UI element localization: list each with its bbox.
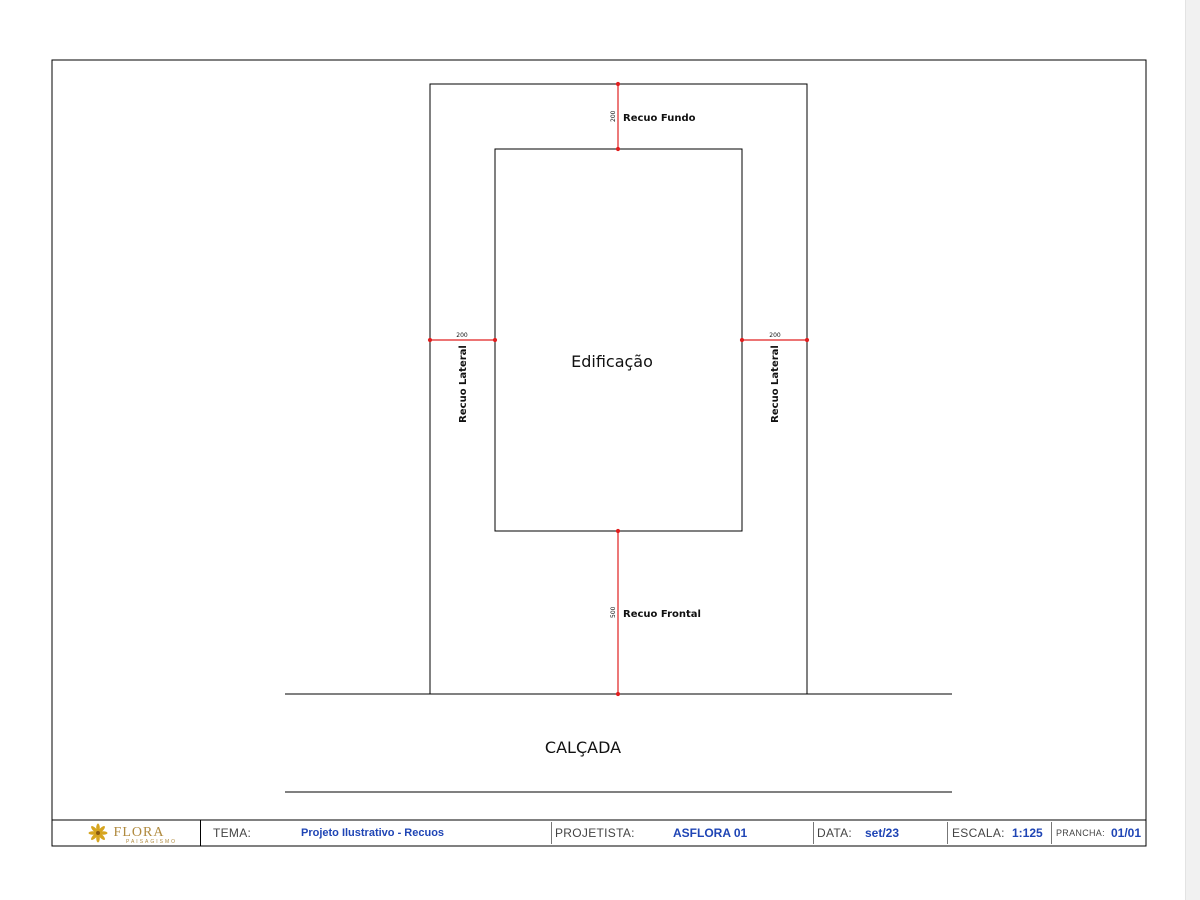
date-value: set/23 bbox=[865, 826, 900, 840]
front-setback-tick-top bbox=[615, 528, 621, 534]
sidewalk-label: CALÇADA bbox=[545, 738, 621, 757]
front-setback-tick-bottom bbox=[615, 691, 621, 697]
rear-setback-dimension: 200 bbox=[610, 110, 617, 122]
separator bbox=[947, 822, 948, 844]
rear-setback-tick-bottom bbox=[615, 146, 621, 152]
sheet-border bbox=[51, 59, 1147, 847]
front-setback-label: Recuo Frontal bbox=[623, 609, 701, 620]
left-setback-tick-right bbox=[492, 337, 498, 343]
scale-value: 1:125 bbox=[1012, 826, 1043, 840]
designer-label: PROJETISTA: bbox=[555, 826, 635, 840]
date-label: DATA: bbox=[817, 826, 853, 840]
logo-wordmark: FLORA bbox=[113, 825, 165, 840]
right-setback-dimension: 200 bbox=[769, 332, 781, 339]
scale-label: ESCALA: bbox=[952, 826, 1005, 840]
front-setback-dimension: 500 bbox=[610, 606, 617, 618]
flower-icon bbox=[88, 823, 108, 843]
theme-value: Projeto Ilustrativo - Recuos bbox=[301, 827, 445, 839]
right-setback-tick-left bbox=[739, 337, 745, 343]
sheet-value: 01/01 bbox=[1111, 826, 1142, 840]
company-logo: FLORA PAISAGISMO bbox=[52, 820, 201, 846]
sheet-label: PRANCHA: bbox=[1056, 828, 1105, 838]
separator bbox=[1051, 822, 1052, 844]
logo-subtext: PAISAGISMO bbox=[126, 839, 178, 845]
left-setback-dimension: 200 bbox=[456, 332, 468, 339]
rear-setback-tick-top bbox=[615, 81, 621, 87]
left-setback-label: Recuo Lateral bbox=[458, 345, 469, 423]
designer-value: ASFLORA 01 bbox=[673, 826, 748, 840]
building-outline bbox=[494, 148, 743, 532]
scrollbar[interactable] bbox=[1185, 0, 1200, 900]
separator bbox=[813, 822, 814, 844]
rear-setback-label: Recuo Fundo bbox=[623, 113, 696, 124]
theme-label: TEMA: bbox=[213, 826, 252, 840]
building-label: Edificação bbox=[571, 352, 653, 371]
separator bbox=[551, 822, 552, 844]
right-setback-tick-right bbox=[804, 337, 810, 343]
left-setback-tick-left bbox=[427, 337, 433, 343]
title-block: FLORA PAISAGISMO TEMA: Projeto Ilustrati… bbox=[52, 820, 1146, 846]
right-setback-label: Recuo Lateral bbox=[770, 345, 781, 423]
